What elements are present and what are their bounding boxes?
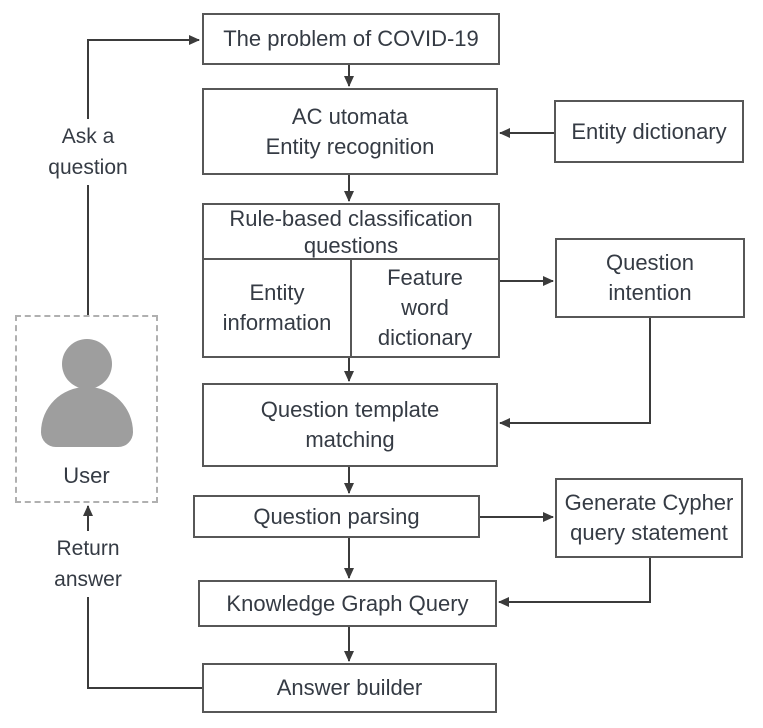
user-label: User bbox=[63, 463, 110, 488]
node-problem-of-covid19: The problem of COVID-19 bbox=[202, 13, 500, 65]
edge-ask-question bbox=[87, 35, 200, 315]
user-icon-body bbox=[41, 387, 133, 447]
node-question-parsing: Question parsing bbox=[193, 495, 480, 538]
rule-classification-header: Rule-based classification questions bbox=[204, 205, 498, 260]
edge-generate-cypher-to-knowledge-graph-query bbox=[498, 558, 651, 607]
cell-feature-word-dictionary: Feature word dictionary bbox=[377, 265, 473, 350]
node-question-template-matching: Question template matching bbox=[202, 383, 498, 467]
node-answer-builder: Answer builder bbox=[202, 663, 497, 713]
label-return-answer: Return answer bbox=[36, 531, 140, 597]
node-question-intention: Question intention bbox=[555, 238, 745, 318]
node-rule-based-classification: Rule-based classification questions Enti… bbox=[202, 203, 500, 358]
node-entity-dictionary: Entity dictionary bbox=[554, 100, 744, 163]
node-knowledge-graph-query: Knowledge Graph Query bbox=[198, 580, 497, 627]
rule-classification-cells: Entity information Feature word dictiona… bbox=[204, 260, 498, 356]
user-actor-box: User bbox=[15, 315, 158, 503]
node-ac-automata-entity-recognition: AC utomata Entity recognition bbox=[202, 88, 498, 175]
label-ask-a-question: Ask a question bbox=[36, 119, 140, 185]
cell-entity-information: Entity information bbox=[204, 260, 352, 356]
node-generate-cypher-query: Generate Cypher query statement bbox=[555, 478, 743, 558]
edge-question-intention-to-template-matching bbox=[499, 318, 651, 428]
user-icon bbox=[62, 339, 112, 389]
